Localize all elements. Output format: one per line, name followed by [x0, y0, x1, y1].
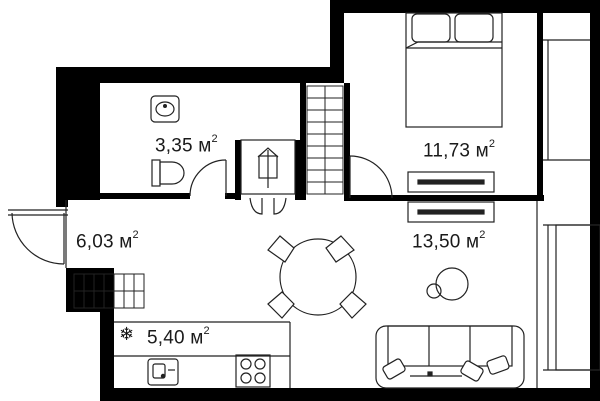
shelf-icon [407, 171, 495, 223]
stove-icon [235, 354, 271, 388]
living-area-label: 13,50 м2 [412, 229, 486, 253]
coffee-table-icon [426, 267, 469, 301]
bed-icon [405, 12, 503, 128]
sofa-icon [375, 325, 525, 389]
fridge-snowflake-icon: ❄ [119, 324, 135, 344]
toilet-icon [151, 159, 185, 187]
sink-icon [150, 95, 180, 123]
kitchen-area-label: 5,40 м2 [147, 325, 210, 349]
thin-lines [8, 39, 600, 388]
bathroom-area-label: 3,35 м2 [155, 133, 218, 157]
radiator-lower [73, 273, 145, 309]
radiator-upper [306, 85, 344, 195]
kitchen-sink-icon [147, 358, 179, 386]
bedroom-area-label: 11,73 м2 [423, 138, 496, 162]
hall-area-label: 6,03 м2 [76, 229, 139, 253]
dining-table-icon [267, 235, 367, 319]
walls [56, 0, 600, 401]
